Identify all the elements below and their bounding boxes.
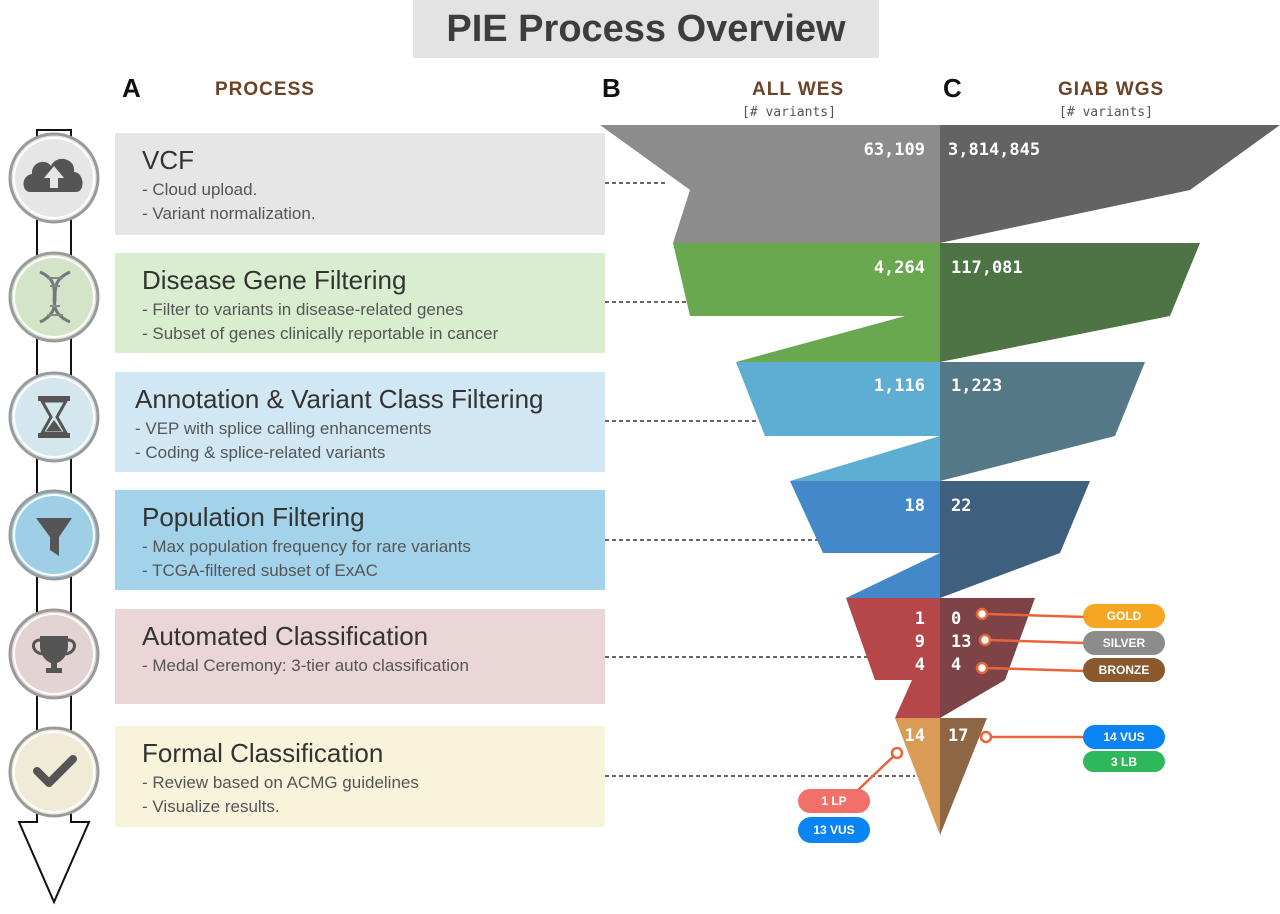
all-wes-heading: ALL WES xyxy=(752,79,845,100)
funnel-right xyxy=(940,125,1280,835)
panel-b-letter: B xyxy=(602,73,621,103)
wgs-count-silver: 13 xyxy=(951,632,972,652)
funnel-segment-vcf-wgs xyxy=(940,125,1280,243)
funnel-segment-population-wes xyxy=(790,481,940,598)
stage-line: - Visualize results. xyxy=(142,797,280,816)
wes-count-gene: 4,264 xyxy=(873,258,925,278)
wes-vus-pill: 13 VUS xyxy=(798,817,870,843)
stage-line: - TCGA-filtered subset of ExAC xyxy=(142,561,378,580)
silver-pill: SILVER xyxy=(1083,631,1165,655)
hourglass-icon xyxy=(8,371,100,463)
gold-pill: GOLD xyxy=(1083,604,1165,628)
stage-annotation-filtering: Annotation & Variant Class Filtering - V… xyxy=(115,372,605,472)
process-heading: PROCESS xyxy=(215,79,315,100)
wgs-count-gene: 117,081 xyxy=(951,258,1023,278)
stage-title: Formal Classification xyxy=(142,738,384,768)
wes-count-bronze: 4 xyxy=(914,655,925,675)
wgs-count-formal: 17 xyxy=(948,726,969,746)
stage-title: Automated Classification xyxy=(142,621,429,651)
funnel-segment-annotation-wes xyxy=(736,362,940,481)
stage-title: Disease Gene Filtering xyxy=(142,265,407,295)
funnel-icon xyxy=(8,489,100,581)
stage-icons xyxy=(8,132,100,818)
trophy-icon xyxy=(8,608,100,700)
page-title: PIE Process Overview xyxy=(446,7,846,50)
stage-title: Annotation & Variant Class Filtering xyxy=(135,384,544,414)
stage-title: Population Filtering xyxy=(142,502,365,532)
wgs-count-bronze: 4 xyxy=(951,655,962,675)
wes-lp-pill: 1 LP xyxy=(798,789,870,813)
stage-line: - Max population frequency for rare vari… xyxy=(142,537,471,556)
wgs-count-vcf: 3,814,845 xyxy=(948,140,1041,160)
giab-wgs-subheading: [# variants] xyxy=(1059,105,1153,120)
wes-count-annotation: 1,116 xyxy=(873,376,925,396)
wgs-vus-pill: 14 VUS xyxy=(1083,725,1165,749)
stage-line: - Cloud upload. xyxy=(142,180,258,199)
stage-line: - Variant normalization. xyxy=(142,204,316,223)
funnel-segment-formal-wgs xyxy=(940,718,987,835)
funnel-segment-formal-wes xyxy=(895,718,940,835)
wes-count-silver: 9 xyxy=(914,632,925,652)
stage-line: - Medal Ceremony: 3-tier auto classifica… xyxy=(142,656,469,675)
checkmark-icon xyxy=(8,726,100,818)
dna-icon xyxy=(8,251,100,343)
wgs-count-annotation: 1,223 xyxy=(951,376,1003,396)
funnel-segment-auto-wes xyxy=(846,598,940,718)
funnel-segment-gene-wgs xyxy=(940,243,1200,362)
stage-line: - Subset of genes clinically reportable … xyxy=(142,324,499,343)
stage-line: - Review based on ACMG guidelines xyxy=(142,773,419,792)
wes-count-population: 18 xyxy=(904,496,925,516)
funnel-segment-vcf-wes xyxy=(600,125,940,243)
stage-line: - Filter to variants in disease-related … xyxy=(142,300,464,319)
giab-wgs-heading: GIAB WGS xyxy=(1058,79,1165,100)
wes-count-formal: 14 xyxy=(904,726,925,746)
funnel-segment-population-wgs xyxy=(940,481,1090,598)
wgs-count-gold: 0 xyxy=(951,609,962,629)
all-wes-subheading: [# variants] xyxy=(742,105,836,120)
stage-formal-classification: Formal Classification - Review based on … xyxy=(115,726,605,827)
funnel-segment-auto-wgs xyxy=(940,598,1035,718)
wes-count-vcf: 63,109 xyxy=(863,140,925,160)
funnel-segment-annotation-wgs xyxy=(940,362,1145,481)
bronze-pill: BRONZE xyxy=(1083,658,1165,682)
stage-vcf: VCF - Cloud upload. - Variant normalizat… xyxy=(115,133,605,235)
stage-line: - Coding & splice-related variants xyxy=(135,443,386,462)
cloud-upload-icon xyxy=(8,132,100,224)
stage-automated-classification: Automated Classification - Medal Ceremon… xyxy=(115,609,605,704)
pill-connectors xyxy=(857,607,1086,791)
wgs-count-population: 22 xyxy=(951,496,972,516)
panel-a-letter: A xyxy=(122,73,141,103)
funnel-left xyxy=(600,125,940,835)
stage-title: VCF xyxy=(142,145,194,175)
stage-population-filtering: Population Filtering - Max population fr… xyxy=(115,490,605,590)
funnel-segment-gene-wes xyxy=(673,243,940,362)
wgs-lb-pill: 3 LB xyxy=(1083,751,1165,772)
stage-line: - VEP with splice calling enhancements xyxy=(135,419,432,438)
title-banner: PIE Process Overview xyxy=(413,0,879,58)
panel-c-letter: C xyxy=(943,73,962,103)
wes-count-gold: 1 xyxy=(914,609,925,629)
stage-disease-gene-filtering: Disease Gene Filtering - Filter to varia… xyxy=(115,253,605,353)
